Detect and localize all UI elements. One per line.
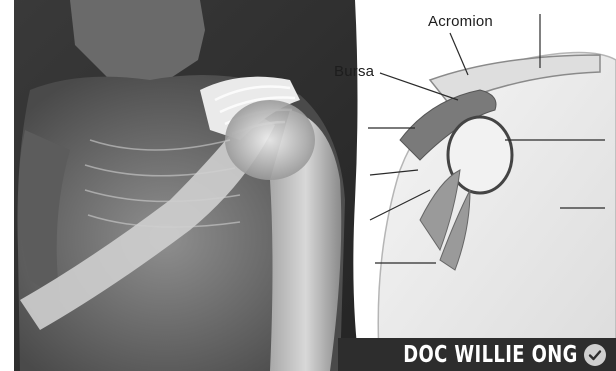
shoulder-joint-glow bbox=[225, 100, 315, 180]
watermark-text: DOC WILLIE ONG bbox=[403, 342, 578, 368]
left-border bbox=[0, 0, 14, 371]
watermark-banner: DOC WILLIE ONG bbox=[338, 338, 616, 371]
acromion-label: Acromion bbox=[428, 13, 493, 30]
bursa-label: Bursa bbox=[334, 63, 374, 80]
check-icon bbox=[584, 344, 606, 366]
